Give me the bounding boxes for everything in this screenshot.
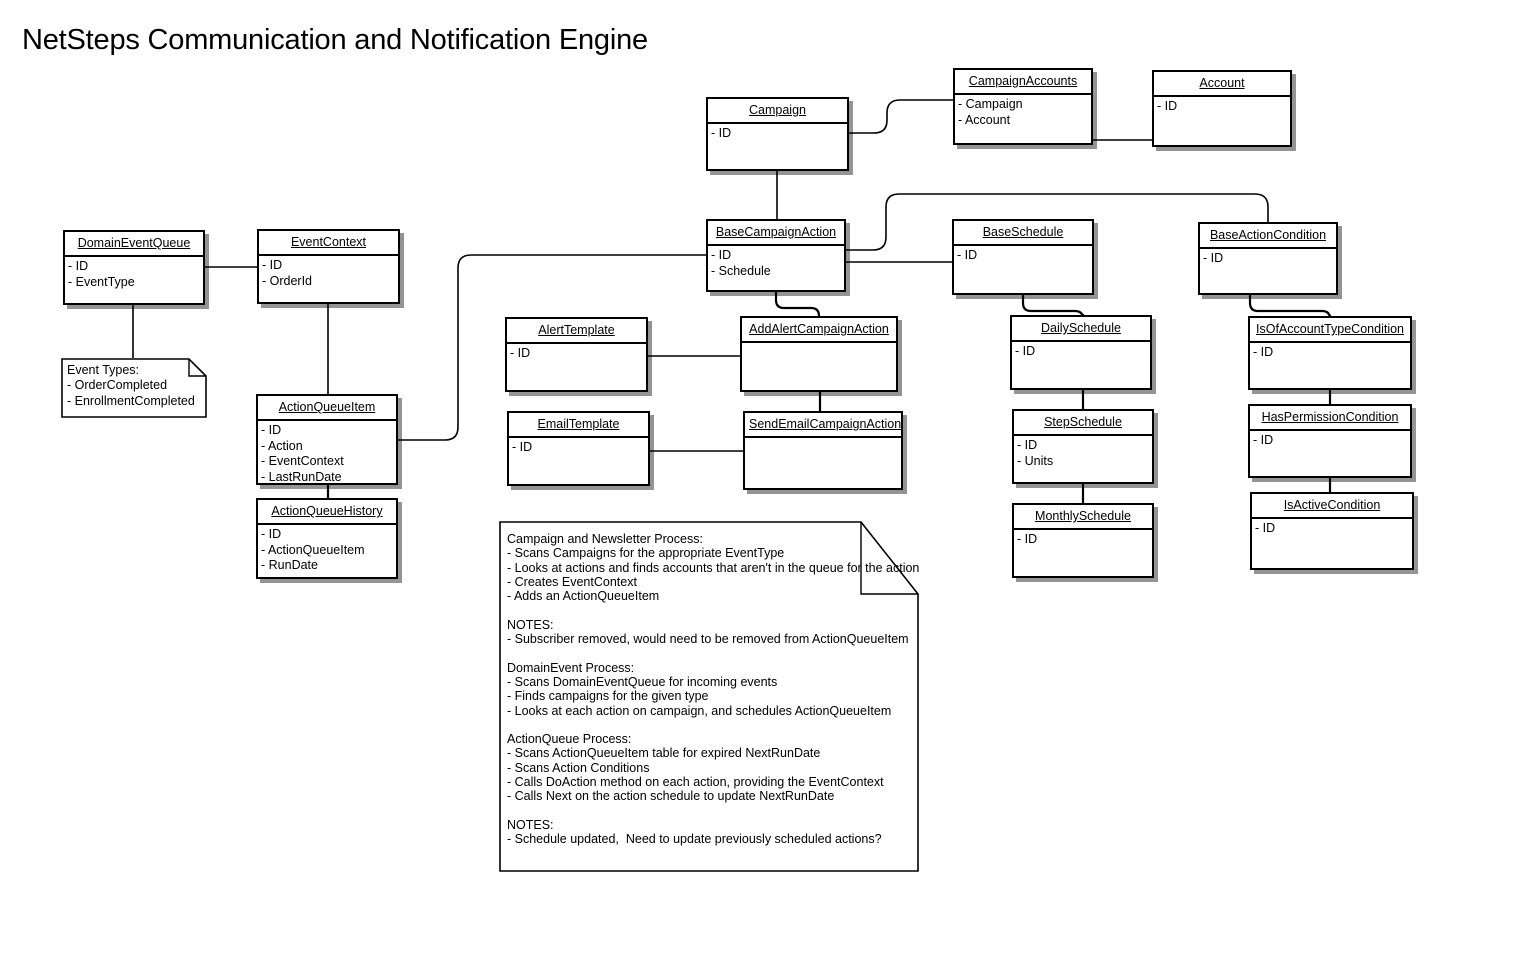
attribute: - Action bbox=[261, 438, 303, 453]
class-domaineventqueue[interactable]: DomainEventQueue - ID - EventType bbox=[63, 230, 205, 305]
class-sendemailcampaignaction[interactable]: SendEmailCampaignAction bbox=[743, 411, 903, 490]
class-name: EmailTemplate bbox=[509, 413, 648, 438]
attribute: - ID bbox=[1255, 521, 1276, 535]
class-actionqueuehistory[interactable]: ActionQueueHistory - ID - ActionQueueIte… bbox=[256, 498, 398, 579]
class-attributes: - ID bbox=[509, 438, 648, 456]
class-isactivecondition[interactable]: IsActiveCondition - ID bbox=[1250, 492, 1414, 570]
class-attributes: - ID bbox=[1252, 519, 1412, 537]
link-campaign-campaignaccounts bbox=[848, 99, 954, 134]
note-text: Campaign and Newsletter Process: - Scans… bbox=[507, 532, 920, 847]
attribute: - OrderId bbox=[262, 273, 313, 288]
class-name: SendEmailCampaignAction bbox=[745, 413, 901, 438]
attribute: - ID bbox=[1017, 532, 1038, 546]
class-attributes bbox=[745, 438, 901, 440]
class-baseactioncondition[interactable]: BaseActionCondition - ID bbox=[1198, 222, 1338, 295]
class-account[interactable]: Account - ID bbox=[1152, 70, 1292, 147]
class-eventcontext[interactable]: EventContext - ID - OrderId bbox=[257, 229, 400, 304]
class-isofaccounttypecondition[interactable]: IsOfAccountTypeCondition - ID bbox=[1248, 316, 1412, 390]
class-emailtemplate[interactable]: EmailTemplate - ID bbox=[507, 411, 650, 486]
class-attributes: - ID bbox=[1200, 249, 1336, 267]
attribute: - LastRunDate bbox=[261, 469, 342, 484]
attribute: - ID bbox=[711, 248, 732, 262]
class-attributes: - ID bbox=[1250, 431, 1410, 449]
class-attributes: - ID - OrderId bbox=[259, 256, 398, 289]
attribute: - EventContext bbox=[261, 454, 344, 468]
attribute: - ID bbox=[261, 527, 282, 541]
class-attributes: - ID - Units bbox=[1014, 436, 1152, 469]
attribute: - EventType bbox=[68, 274, 135, 289]
class-name: ActionQueueItem bbox=[258, 396, 396, 421]
class-name: DailySchedule bbox=[1012, 317, 1150, 342]
attribute: - ID bbox=[68, 259, 89, 273]
note-event-types: Event Types: - OrderCompleted - Enrollme… bbox=[61, 358, 207, 418]
class-attributes: - ID bbox=[708, 124, 847, 142]
class-name: EventContext bbox=[259, 231, 398, 256]
class-dailyschedule[interactable]: DailySchedule - ID bbox=[1010, 315, 1152, 390]
attribute: - ID bbox=[1253, 345, 1274, 359]
attribute: - Account bbox=[958, 112, 1011, 127]
class-name: CampaignAccounts bbox=[955, 70, 1091, 95]
class-addalertcampaignaction[interactable]: AddAlertCampaignAction bbox=[740, 316, 898, 392]
class-attributes: - ID bbox=[1014, 530, 1152, 548]
attribute: - Units bbox=[1017, 453, 1054, 468]
class-alerttemplate[interactable]: AlertTemplate - ID bbox=[505, 317, 648, 392]
attribute: - ID bbox=[1017, 438, 1038, 452]
attribute: - ID bbox=[261, 423, 282, 437]
note-shape bbox=[499, 521, 919, 872]
attribute: - ID bbox=[512, 440, 533, 454]
attribute: - ID bbox=[1203, 251, 1224, 265]
class-name: DomainEventQueue bbox=[65, 232, 203, 257]
class-attributes: - ID bbox=[1012, 342, 1150, 360]
note-text: Event Types: - OrderCompleted - Enrollme… bbox=[67, 363, 195, 408]
class-attributes: - Campaign - Account bbox=[955, 95, 1091, 128]
attribute: - ID bbox=[711, 126, 732, 140]
class-name: BaseActionCondition bbox=[1200, 224, 1336, 249]
class-attributes: - ID - Action - EventContext - LastRunDa… bbox=[258, 421, 396, 485]
class-basecampaignaction[interactable]: BaseCampaignAction - ID - Schedule bbox=[706, 219, 846, 292]
class-campaign[interactable]: Campaign - ID bbox=[706, 97, 849, 171]
class-monthlyschedule[interactable]: MonthlySchedule - ID bbox=[1012, 503, 1154, 578]
class-name: IsActiveCondition bbox=[1252, 494, 1412, 519]
class-attributes bbox=[742, 343, 896, 345]
link-basecampaignaction-addalertcampaignaction bbox=[774, 290, 821, 318]
class-name: MonthlySchedule bbox=[1014, 505, 1152, 530]
attribute: - ID bbox=[262, 258, 283, 272]
class-name: Account bbox=[1154, 72, 1290, 97]
class-haspermissioncondition[interactable]: HasPermissionCondition - ID bbox=[1248, 404, 1412, 478]
attribute: - ID bbox=[1253, 433, 1274, 447]
class-stepschedule[interactable]: StepSchedule - ID - Units bbox=[1012, 409, 1154, 484]
class-name: HasPermissionCondition bbox=[1250, 406, 1410, 431]
note-shape bbox=[61, 358, 207, 418]
class-campaignaccounts[interactable]: CampaignAccounts - Campaign - Account bbox=[953, 68, 1093, 145]
attribute: - Campaign bbox=[958, 97, 1023, 111]
class-name: IsOfAccountTypeCondition bbox=[1250, 318, 1410, 343]
class-attributes: - ID - EventType bbox=[65, 257, 203, 290]
attribute: - RunDate bbox=[261, 558, 318, 572]
class-attributes: - ID bbox=[507, 344, 646, 362]
class-name: AlertTemplate bbox=[507, 319, 646, 344]
attribute: - ID bbox=[510, 346, 531, 360]
class-attributes: - ID - ActionQueueItem - RunDate bbox=[258, 525, 396, 574]
class-attributes: - ID bbox=[1154, 97, 1290, 115]
class-attributes: - ID - Schedule bbox=[708, 246, 844, 279]
attribute: - ID bbox=[1015, 344, 1036, 358]
class-attributes: - ID bbox=[954, 246, 1092, 264]
note-process: Campaign and Newsletter Process: - Scans… bbox=[499, 521, 919, 872]
class-attributes: - ID bbox=[1250, 343, 1410, 361]
class-name: StepSchedule bbox=[1014, 411, 1152, 436]
attribute: - Schedule bbox=[711, 263, 771, 278]
class-baseschedule[interactable]: BaseSchedule - ID bbox=[952, 219, 1094, 295]
class-name: Campaign bbox=[708, 99, 847, 124]
attribute: - ID bbox=[957, 248, 978, 262]
attribute: - ActionQueueItem bbox=[261, 542, 365, 557]
page-title: NetSteps Communication and Notification … bbox=[22, 24, 648, 56]
class-actionqueueitem[interactable]: ActionQueueItem - ID - Action - EventCon… bbox=[256, 394, 398, 485]
class-name: AddAlertCampaignAction bbox=[742, 318, 896, 343]
attribute: - ID bbox=[1157, 99, 1178, 113]
class-name: BaseCampaignAction bbox=[708, 221, 844, 246]
class-name: ActionQueueHistory bbox=[258, 500, 396, 525]
class-name: BaseSchedule bbox=[954, 221, 1092, 246]
